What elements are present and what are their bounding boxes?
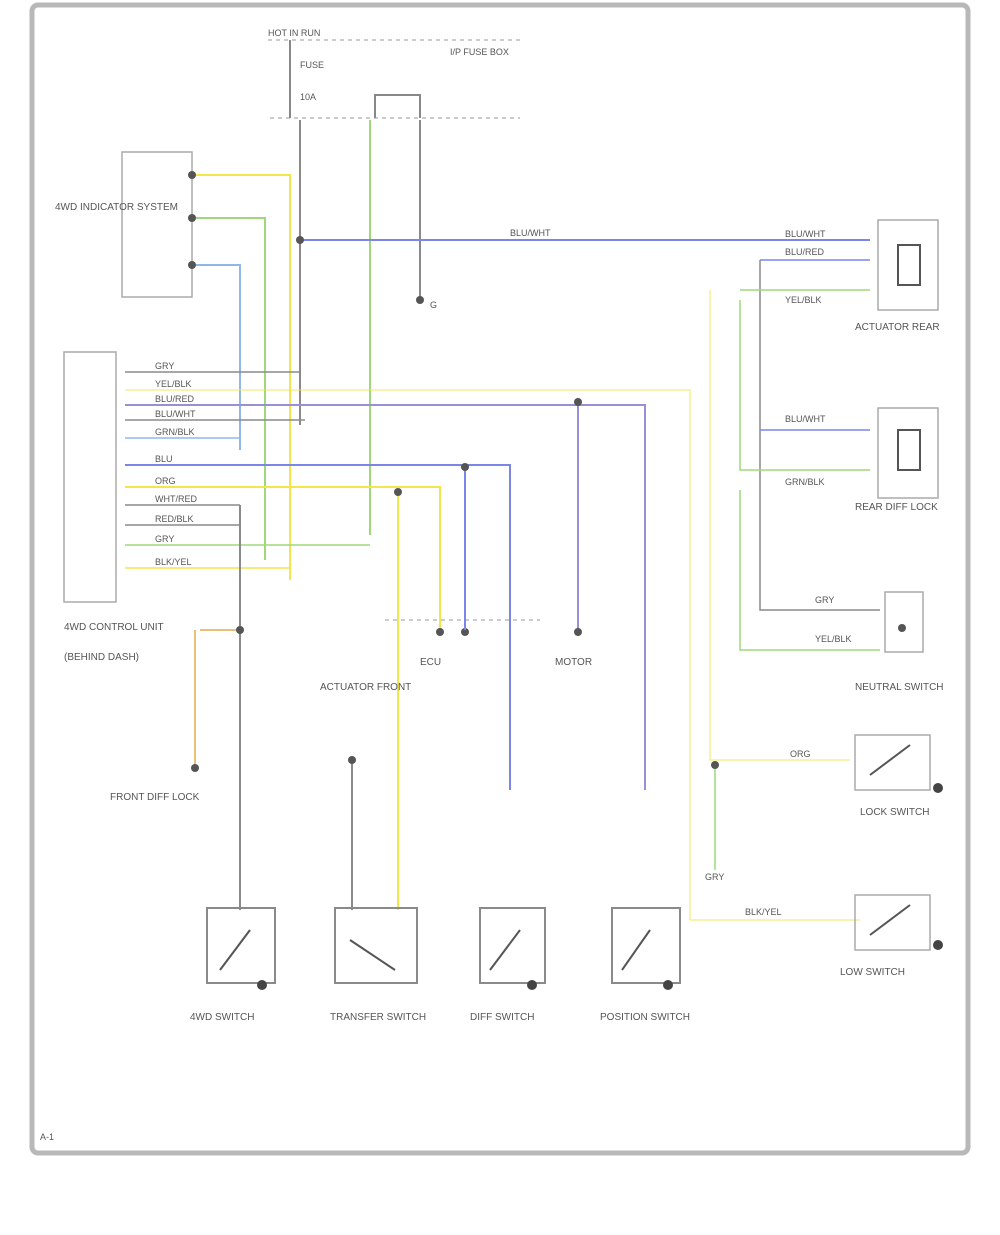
neutral-switch-label: NEUTRAL SWITCH	[855, 682, 944, 693]
motor-label: MOTOR	[555, 657, 592, 668]
wire-code-2: YEL/BLK	[155, 379, 192, 389]
wire-code-7: ORG	[155, 476, 176, 486]
fuse-block: HOT IN RUN FUSE 10A I/P FUSE BOX	[268, 28, 520, 119]
diagram-frame	[29, 2, 971, 1156]
wire-code-4: BLU/WHT	[155, 409, 196, 419]
control-unit-sub: (BEHIND DASH)	[64, 652, 139, 663]
control-unit-box	[63, 351, 117, 603]
actuator-front-label: ACTUATOR FRONT	[320, 682, 411, 693]
fuse-box-label: I/P FUSE BOX	[450, 47, 509, 57]
front-diff-label: FRONT DIFF LOCK	[110, 792, 200, 803]
indicator-block-label: 4WD INDICATOR SYSTEM	[55, 202, 178, 213]
control-unit-pins: GRY YEL/BLK BLU/RED BLU/WHT GRN/BLK BLU …	[125, 361, 691, 920]
switch-b-label: TRANSFER SWITCH	[330, 1012, 426, 1023]
switch-d: POSITION SWITCH	[600, 907, 690, 1023]
right-switch-2-label: LOW SWITCH	[840, 967, 905, 978]
switch-b: TRANSFER SWITCH	[330, 907, 426, 1023]
right-switch-1-label: LOCK SWITCH	[860, 807, 929, 818]
rear-diff-label: REAR DIFF LOCK	[855, 502, 938, 513]
wire-code-1: GRY	[155, 361, 174, 371]
actuator-rear-label: ACTUATOR REAR	[855, 322, 940, 333]
ground-label-top: G	[430, 300, 437, 310]
fuse-label: FUSE	[300, 60, 324, 70]
right-connector-3: NEUTRAL SWITCH	[855, 591, 944, 693]
right-switch-2: LOW SWITCH	[840, 894, 943, 978]
wire-code-6: BLU	[155, 454, 173, 464]
indicator-block: 4WD INDICATOR SYSTEM	[55, 151, 291, 580]
wire-code-right-6: GRN/BLK	[785, 477, 825, 487]
wire-code-right-1: GRY	[705, 872, 724, 882]
wire-code-right-9: ORG	[790, 749, 811, 759]
wire-code-blu-top: BLU/WHT	[510, 228, 551, 238]
wire-code-right-8: YEL/BLK	[815, 634, 852, 644]
wire-code-10: GRY	[155, 534, 174, 544]
wire-code-9: RED/BLK	[155, 514, 194, 524]
wire-code-right-7: GRY	[815, 595, 834, 605]
fuse-number: 10A	[300, 92, 316, 102]
switch-c-label: DIFF SWITCH	[470, 1012, 534, 1023]
wire-code-right-3: BLU/RED	[785, 247, 825, 257]
switch-a-label: 4WD SWITCH	[190, 1012, 254, 1023]
control-unit: 4WD CONTROL UNIT (BEHIND DASH)	[63, 351, 164, 663]
hot-label: HOT IN RUN	[268, 28, 320, 38]
control-unit-label: 4WD CONTROL UNIT	[64, 622, 164, 633]
right-connector-2: REAR DIFF LOCK	[855, 407, 939, 513]
center-comp-label: ECU	[420, 657, 441, 668]
switch-d-label: POSITION SWITCH	[600, 1012, 690, 1023]
wire-code-5: GRN/BLK	[155, 427, 195, 437]
switch-c: DIFF SWITCH	[470, 907, 546, 1023]
wire-code-right-5: BLU/WHT	[785, 414, 826, 424]
wire-code-right-4: YEL/BLK	[785, 295, 822, 305]
right-switch-1: LOCK SWITCH	[854, 734, 943, 818]
wire-code-8: WHT/RED	[155, 494, 197, 504]
wire-code-right-10: BLK/YEL	[745, 907, 782, 917]
wire-code-right-2: BLU/WHT	[785, 229, 826, 239]
wire-code-3: BLU/RED	[155, 394, 195, 404]
wire-code-11: BLK/YEL	[155, 557, 192, 567]
footer-code: A-1	[40, 1132, 54, 1142]
switch-a: 4WD SWITCH	[190, 907, 276, 1023]
right-connector-1: ACTUATOR REAR	[855, 219, 940, 333]
